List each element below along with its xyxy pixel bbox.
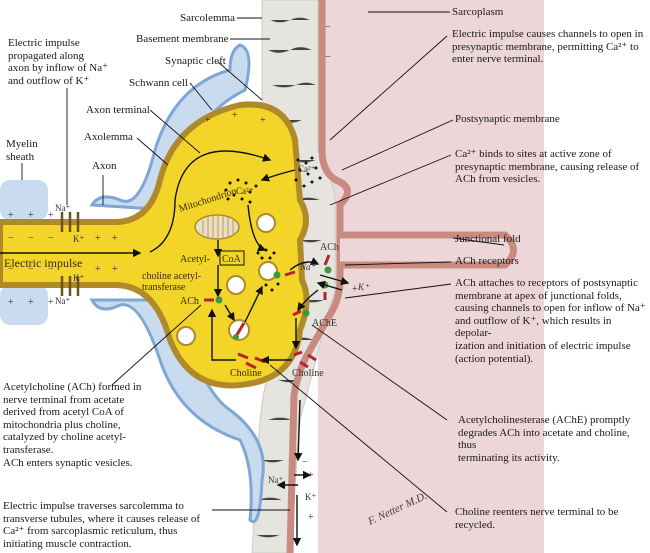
svg-text:+: + (308, 512, 314, 523)
ach-cleft-label: ACh (320, 242, 339, 253)
svg-text:+: + (95, 233, 101, 244)
membrane-charges: +++ −−− ++ −−− ++ +++ +++ −−+ −++ (8, 22, 358, 523)
svg-text:+: + (8, 297, 14, 308)
postsynaptic-membrane-label: Postsynaptic membrane (455, 113, 560, 125)
ca-binds-caption: Ca²⁺ binds to sites at active zone of pr… (455, 148, 640, 186)
k-top-label: K⁺ (73, 234, 84, 244)
svg-text:+: + (205, 115, 211, 126)
coa-box (219, 250, 245, 266)
junctional-fold (340, 231, 517, 269)
ach-attaches-caption: ACh attaches to receptors of postsynapti… (455, 277, 646, 365)
sarcolemma-traverse-caption: Electric impulse traverses sarcolemma to… (3, 500, 201, 550)
schwann-cell-label: Schwann cell (129, 77, 188, 89)
choline-acetyl-label: choline acetyl- (142, 271, 201, 282)
ach-terminal-label: ACh (180, 296, 199, 307)
k-bottom-label: K⁺ (73, 273, 84, 283)
ache-degrades-caption: Acetylcholinesterase (AChE) promptly deg… (458, 414, 631, 464)
junctional-fold-label: Junctional fold (455, 233, 521, 245)
synaptic-vesicle (176, 326, 196, 346)
transferase-label: transferase (142, 282, 186, 293)
process-arrows (0, 150, 350, 547)
svg-text:−: − (8, 233, 14, 244)
sarcolemma-label: Sarcolemma (180, 12, 235, 24)
svg-text:−: − (302, 457, 308, 468)
synaptic-vesicle (256, 213, 276, 233)
svg-text:−: − (48, 233, 54, 244)
svg-text:+: + (28, 210, 34, 221)
svg-text:+: + (95, 264, 101, 275)
synaptic-vesicle-fusing (258, 261, 278, 281)
choline-reenters-caption: Choline reenters nerve terminal to be re… (455, 506, 619, 531)
svg-text:−: − (325, 22, 331, 33)
svg-text:−: − (48, 264, 54, 275)
axolemma-label: Axolemma (84, 131, 133, 143)
mitochondrion (194, 214, 240, 240)
axon-terminal-label: Axon terminal (86, 104, 150, 116)
ache-label: AChE (312, 318, 337, 329)
ca-channels-caption: Electric impulse causes channels to open… (452, 28, 644, 66)
svg-text:+: + (232, 110, 238, 121)
leader-lines (21, 11, 505, 513)
sarcoplasm-region (318, 0, 544, 553)
impulse-propagation-caption: Electric impulse propagated along axon b… (8, 37, 108, 87)
svg-text:+: + (308, 470, 314, 481)
svg-text:+: + (352, 284, 358, 295)
ca-inside-label: Ca²⁺ (236, 186, 254, 196)
myelin-sheath-label: Myelin sheath (6, 138, 38, 163)
choline-terminal-label: Choline (230, 368, 262, 379)
sarcoplasm-label: Sarcoplasm (452, 6, 504, 18)
ach-molecules (204, 254, 331, 370)
na-muscle-label: Na⁺ (268, 475, 283, 485)
svg-text:+: + (112, 233, 118, 244)
na-cleft-label: Na⁺ (299, 262, 317, 272)
svg-text:+: + (48, 297, 54, 308)
choline-cleft-label: Choline (292, 368, 324, 379)
na-bottom-label: Na⁺ (55, 296, 70, 306)
acetyl-label: Acetyl- (180, 254, 210, 265)
svg-text:+: + (48, 210, 54, 221)
na-top-label: Na⁺ (55, 203, 70, 213)
svg-text:−: − (8, 264, 14, 275)
axon-ion-channels (60, 212, 80, 296)
basement-membrane-label: Basement membrane (136, 33, 229, 45)
svg-text:+: + (8, 210, 14, 221)
synaptic-vesicle (226, 275, 246, 295)
svg-text:−: − (28, 264, 34, 275)
axon-label: Axon (92, 160, 117, 172)
myelin-sheath (0, 180, 48, 220)
coa-label: CoA (222, 254, 242, 265)
svg-text:−: − (325, 52, 331, 63)
k-muscle-label: K⁺ (305, 492, 316, 502)
myelin-sheath-lower (0, 285, 48, 325)
svg-text:+: + (28, 297, 34, 308)
svg-text:+: + (260, 115, 266, 126)
synaptic-cleft-label: Synaptic cleft (165, 55, 226, 67)
ca-outside-label: Ca²⁺ (298, 164, 316, 174)
svg-text:+: + (112, 264, 118, 275)
ach-formed-caption: Acetylcholine (ACh) formed in nerve term… (3, 381, 142, 469)
k-cleft-label: K⁺ (357, 282, 370, 292)
svg-text:−: − (28, 233, 34, 244)
ach-receptors-label: ACh receptors (455, 255, 519, 267)
calcium-ions (224, 156, 322, 292)
electric-impulse-label: Electric impulse (4, 256, 82, 270)
